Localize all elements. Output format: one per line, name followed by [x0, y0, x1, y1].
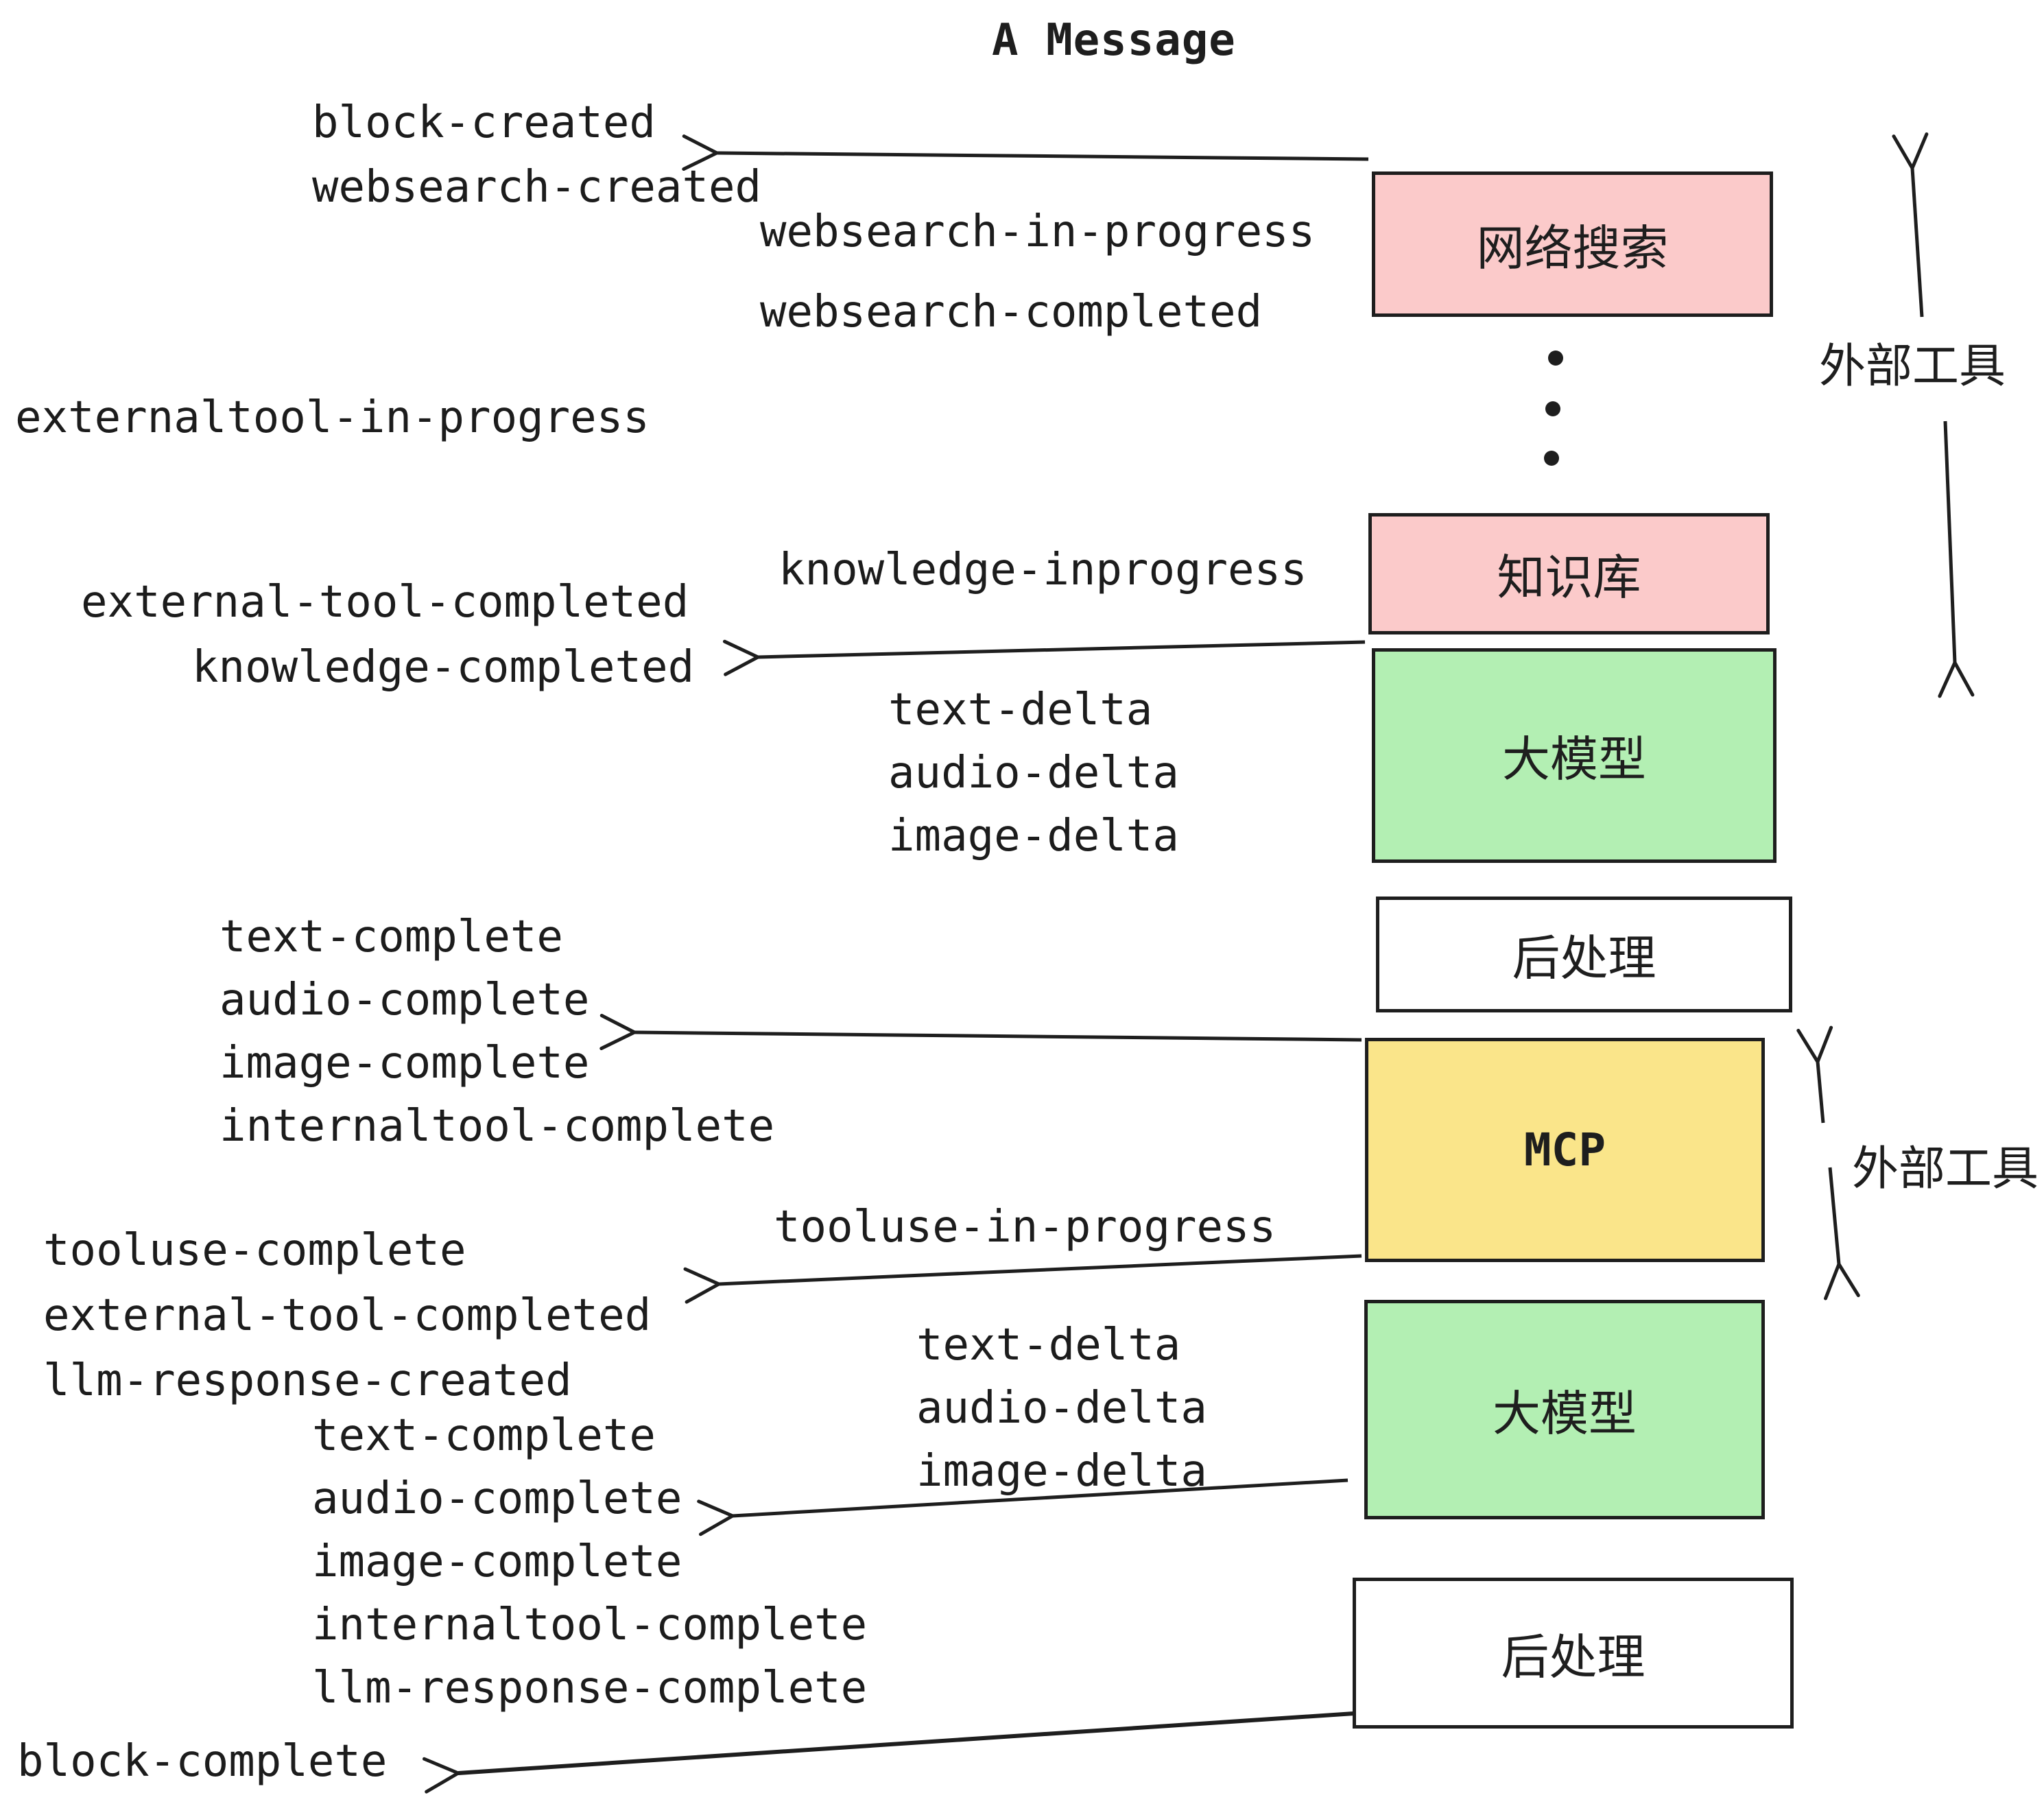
box-llm-1: 大模型: [1372, 648, 1776, 863]
event-image-delta-1: image-delta: [888, 811, 1179, 862]
event-websearch-completed: websearch-completed: [760, 287, 1263, 337]
box-websearch-label: 网络搜索: [1476, 219, 1669, 276]
event-llm-response-complete: llm-response-complete: [312, 1663, 868, 1713]
event-tooluse-complete: tooluse-complete: [43, 1225, 466, 1276]
external-tools-down-arrow-1: [1938, 420, 1975, 698]
arrow-mcp-to-toolusecomplete: [683, 1254, 1362, 1304]
box-websearch: 网络搜索: [1372, 171, 1773, 317]
event-tooluse-in-progress: tooluse-in-progress: [774, 1202, 1276, 1253]
box-postprocess-2-label: 后处理: [1501, 1628, 1645, 1685]
page-title: A Message: [992, 15, 1236, 66]
ellipsis-dot: [1548, 351, 1563, 366]
box-postprocess-2: 后处理: [1353, 1578, 1794, 1729]
external-tools-up-arrow-1: [1892, 132, 1929, 318]
event-text-delta-2: text-delta: [916, 1320, 1181, 1370]
event-audio-complete-2: audio-complete: [312, 1473, 682, 1524]
box-knowledge-label: 知识库: [1497, 549, 1641, 606]
event-websearch-created: websearch-created: [312, 162, 762, 213]
box-mcp: MCP: [1365, 1038, 1765, 1262]
box-llm-1-label: 大模型: [1502, 731, 1646, 787]
external-tools-label-1: 外部工具: [1819, 340, 2006, 394]
box-postprocess-1: 后处理: [1376, 897, 1792, 1012]
arrow-postprocess1-to-complete: [599, 1014, 1362, 1051]
event-block-created: block-created: [312, 97, 656, 148]
external-tools-label-2: 外部工具: [1852, 1142, 2039, 1196]
event-knowledge-completed: knowledge-completed: [192, 642, 695, 693]
event-image-delta-2: image-delta: [916, 1446, 1207, 1497]
event-audio-delta-2: audio-delta: [916, 1383, 1207, 1434]
box-knowledge: 知识库: [1368, 513, 1770, 634]
event-external-tool-completed-2: external-tool-completed: [43, 1290, 652, 1341]
external-tools-down-arrow-2: [1824, 1167, 1860, 1301]
arrow-knowledge-to-completed: [722, 639, 1366, 676]
event-external-tool-completed-1: external-tool-completed: [81, 577, 689, 628]
box-postprocess-1-label: 后处理: [1512, 930, 1656, 986]
external-tools-up-arrow-2: [1796, 1025, 1833, 1124]
event-text-complete-2: text-complete: [312, 1410, 656, 1461]
event-image-complete-2: image-complete: [312, 1536, 682, 1587]
box-llm-2-label: 大模型: [1493, 1385, 1637, 1442]
event-externaltool-in-progress: externaltool-in-progress: [15, 392, 650, 443]
event-internaltool-complete-1: internaltool-complete: [219, 1101, 775, 1152]
event-audio-delta-1: audio-delta: [888, 748, 1179, 798]
event-llm-response-created: llm-response-created: [43, 1355, 572, 1406]
event-text-complete-1: text-complete: [219, 912, 563, 962]
event-text-delta-1: text-delta: [888, 685, 1153, 735]
box-llm-2: 大模型: [1364, 1300, 1765, 1519]
event-websearch-in-progress: websearch-in-progress: [760, 206, 1316, 257]
event-internaltool-complete-2: internaltool-complete: [312, 1600, 868, 1650]
ellipsis-dot: [1545, 401, 1560, 416]
event-knowledge-inprogress: knowledge-inprogress: [779, 545, 1307, 595]
event-audio-complete-1: audio-complete: [219, 975, 590, 1025]
arrow-postprocess2-to-blockcomplete: [423, 1711, 1355, 1794]
box-mcp-label: MCP: [1523, 1124, 1606, 1176]
arrow-websearch-to-created: [682, 134, 1369, 171]
event-image-complete-1: image-complete: [219, 1038, 590, 1089]
ellipsis-dot: [1544, 451, 1559, 466]
event-block-complete: block-complete: [17, 1736, 388, 1787]
